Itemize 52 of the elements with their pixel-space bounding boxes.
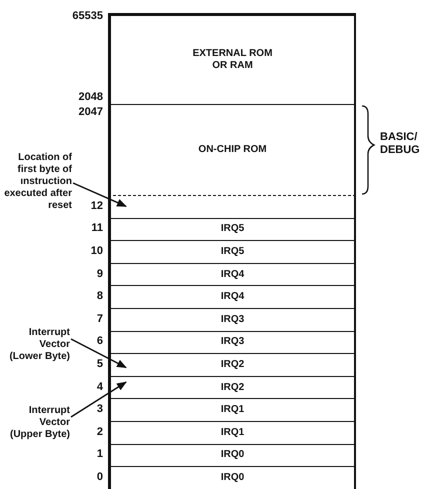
address-number: 65535 xyxy=(72,10,103,23)
memory-region xyxy=(108,218,356,240)
address-number: 9 xyxy=(96,268,103,281)
leader-arrow xyxy=(70,381,127,418)
leader-arrow xyxy=(70,338,127,368)
memory-region xyxy=(108,262,356,286)
address-number: 3 xyxy=(96,403,103,416)
memory-region xyxy=(108,421,356,444)
address-number: 2 xyxy=(96,426,103,439)
memory-region xyxy=(108,240,356,263)
region-label: IRQ1 xyxy=(220,404,244,416)
address-number: 2048 xyxy=(78,91,103,104)
memory-region xyxy=(108,285,356,308)
address-number: 8 xyxy=(96,290,103,304)
region-label: IRQ5 xyxy=(220,246,244,258)
address-number: 11 xyxy=(91,222,103,236)
memory-region xyxy=(108,13,356,104)
region-label: IRQ3 xyxy=(220,314,244,326)
address-number: 5 xyxy=(96,358,103,371)
address-number: 4 xyxy=(96,380,103,394)
leader-arrow xyxy=(72,182,127,207)
memory-region xyxy=(108,308,356,331)
region-label: IRQ0 xyxy=(220,472,244,484)
region-label: IRQ1 xyxy=(220,426,244,439)
range-label: BASIC/ DEBUG xyxy=(380,131,421,157)
memory-region xyxy=(108,330,356,354)
address-number: 0 xyxy=(96,471,103,484)
memory-region xyxy=(108,104,356,195)
memory-cell xyxy=(108,195,356,218)
memory-region xyxy=(108,398,356,421)
callout-text: Location of first byte of ınstruction executed after reset xyxy=(4,152,72,212)
region-label: IRQ3 xyxy=(220,336,244,348)
address-number: 2047 xyxy=(78,106,103,119)
address-number: 6 xyxy=(96,335,103,348)
memory-region xyxy=(108,353,356,376)
region-label: IRQ0 xyxy=(220,449,244,462)
callout-text: Interrupt Vector (Upper Byte) xyxy=(8,405,70,441)
region-label: IRQ4 xyxy=(220,291,244,304)
region-label: ON-CHIP ROM xyxy=(198,144,267,156)
address-number: 1 xyxy=(96,448,103,462)
region-label: IRQ2 xyxy=(220,382,244,394)
callout-text: Interrupt Vector (Lower Byte) xyxy=(8,327,70,363)
region-label: IRQ2 xyxy=(220,358,244,371)
address-number: 7 xyxy=(96,312,103,326)
memory-region xyxy=(108,444,356,466)
memory-region xyxy=(108,466,356,489)
region-label: IRQ5 xyxy=(220,223,244,236)
region-label: EXTERNAL ROM OR RAM xyxy=(192,48,274,72)
address-number: 10 xyxy=(90,245,103,258)
memory-region xyxy=(108,376,356,398)
address-number: 12 xyxy=(90,200,103,213)
region-label: IRQ4 xyxy=(220,268,244,281)
